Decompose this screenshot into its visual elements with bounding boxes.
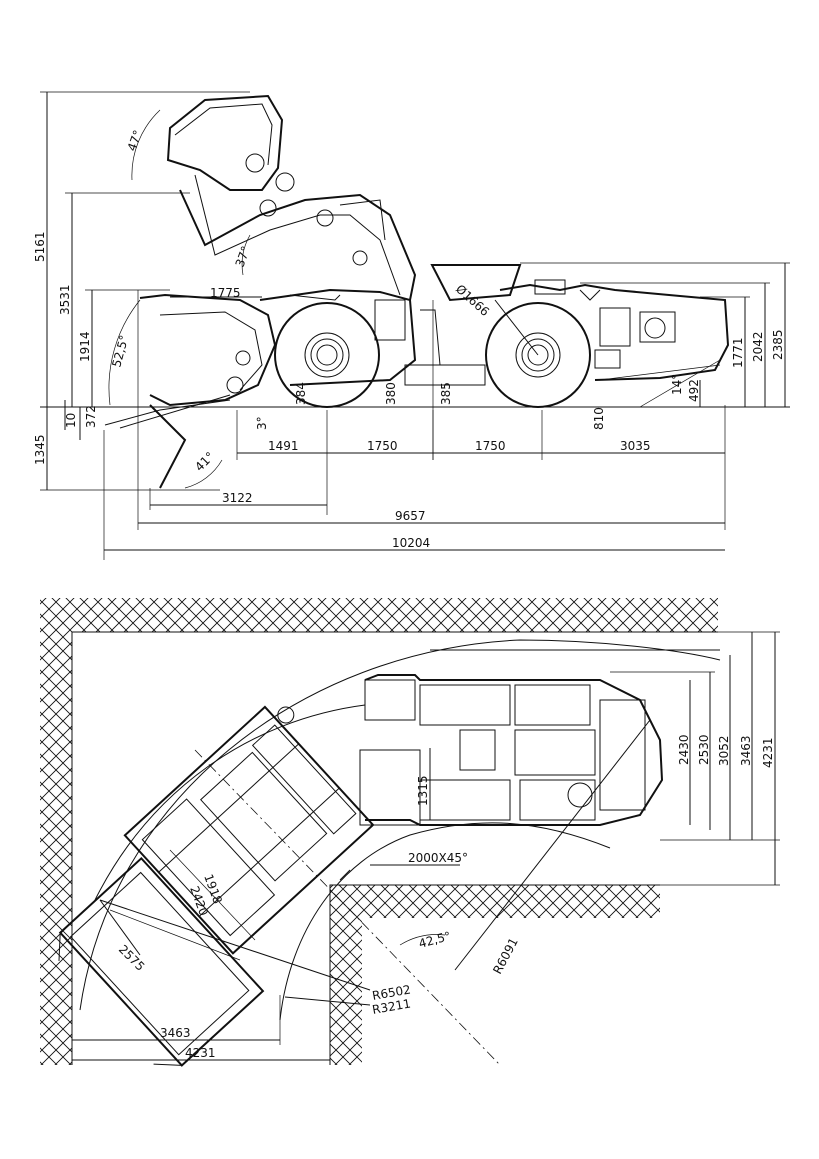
dim-3122: 3122 <box>222 491 253 505</box>
dim-3052: 3052 <box>717 735 731 766</box>
radius-6502: R6502 <box>371 982 412 1003</box>
dim-1491: 1491 <box>268 439 299 453</box>
dim-385: 385 <box>439 382 453 405</box>
rear-body <box>430 264 730 381</box>
dim-810: 810 <box>592 407 606 430</box>
dim-1315: 1315 <box>416 775 430 806</box>
dim-380: 380 <box>384 382 398 405</box>
dim-2385: 2385 <box>771 329 785 360</box>
angle-42-5: 42,5° <box>417 929 452 951</box>
side-view-drawing: 5161 3531 1914 1345 10 372 47° 37° 52,5°… <box>33 91 790 560</box>
right-vertical-dimensions <box>520 262 790 407</box>
plan-dimension-lines <box>72 631 780 1061</box>
left-vertical-dimensions <box>40 91 250 491</box>
angle-14: 14° <box>670 374 684 395</box>
dim-3035: 3035 <box>620 439 651 453</box>
dim-10204: 10204 <box>392 536 430 550</box>
rear-wheel <box>485 299 591 408</box>
angle-3: 3° <box>255 416 269 430</box>
dim-10: 10 <box>64 413 78 428</box>
dim-1775: 1775 <box>210 286 241 300</box>
dim-1750-a: 1750 <box>367 439 398 453</box>
dim-4231-right: 4231 <box>761 737 775 768</box>
rear-frame-plan <box>359 674 664 826</box>
angle-41: 41° <box>192 449 217 474</box>
dim-1345: 1345 <box>33 434 47 465</box>
angle-47: 47° <box>125 128 145 153</box>
dim-5161: 5161 <box>33 231 47 262</box>
bottom-horizontal-dimensions <box>103 290 726 560</box>
front-wheel <box>274 302 380 408</box>
dim-492: 492 <box>687 379 701 402</box>
turning-arcs <box>79 639 721 1066</box>
angle-arcs <box>108 109 721 489</box>
dim-2575: 2575 <box>116 942 147 973</box>
dim-2042: 2042 <box>751 331 765 362</box>
loader-bucket-lowered <box>104 293 277 489</box>
radius-6091: R6091 <box>490 935 521 976</box>
loader-boom-raised <box>166 94 417 301</box>
angle-37: 37° <box>233 244 253 269</box>
dim-372: 372 <box>84 405 98 428</box>
dim-3531: 3531 <box>58 284 72 315</box>
front-frame <box>259 288 417 386</box>
dim-3463-bottom: 3463 <box>160 1026 191 1040</box>
dim-1914: 1914 <box>78 331 92 362</box>
dim-384: 384 <box>294 382 308 405</box>
dim-9657: 9657 <box>395 509 426 523</box>
articulation-joint <box>404 300 486 460</box>
dim-2430: 2430 <box>677 734 691 765</box>
chamfer-2000x45: 2000X45° <box>408 851 468 865</box>
dim-3463-right: 3463 <box>739 735 753 766</box>
dim-dia-1666: Ø1666 <box>453 282 492 319</box>
dim-2530: 2530 <box>697 734 711 765</box>
radius-3211: R3211 <box>371 996 412 1017</box>
dim-4231-bottom: 4231 <box>185 1046 216 1060</box>
angle-52-5: 52,5° <box>109 334 131 369</box>
plan-view-drawing: 2430 2530 3052 3463 4231 1315 2000X45° 1… <box>40 598 780 1067</box>
dim-1771: 1771 <box>731 337 745 368</box>
dim-1750-b: 1750 <box>475 439 506 453</box>
